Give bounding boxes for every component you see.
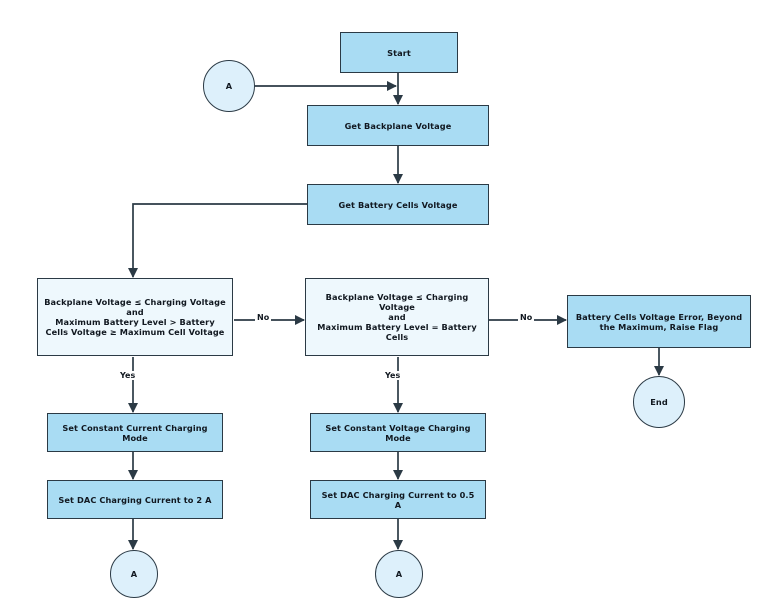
set-dac-current-2a-label: Set DAC Charging Current to 2 A: [58, 494, 212, 505]
get-battery-cells-voltage-node[interactable]: Get Battery Cells Voltage: [307, 184, 489, 225]
start-node[interactable]: Start: [340, 32, 458, 73]
edge-cells-to-decision1: [127, 203, 307, 279]
error-node[interactable]: Battery Cells Voltage Error, Beyond the …: [567, 295, 751, 348]
set-constant-voltage-mode-node[interactable]: Set Constant Voltage Charging Mode: [310, 413, 486, 452]
set-dac-current-2a-node[interactable]: Set DAC Charging Current to 2 A: [47, 480, 223, 519]
decision-constant-current-node[interactable]: Backplane Voltage ≤ Charging Voltage and…: [37, 278, 233, 356]
end-label: End: [650, 397, 668, 407]
edge-label-no-second: No: [518, 313, 535, 322]
connector-a-top[interactable]: A: [203, 60, 255, 112]
decision-constant-current-label: Backplane Voltage ≤ Charging Voltage and…: [44, 297, 226, 337]
set-constant-current-mode-label: Set Constant Current Charging Mode: [62, 422, 208, 443]
set-dac-current-05a-node[interactable]: Set DAC Charging Current to 0.5 A: [310, 480, 486, 519]
get-battery-cells-voltage-label: Get Battery Cells Voltage: [338, 199, 458, 210]
get-backplane-voltage-label: Get Backplane Voltage: [344, 120, 452, 131]
edge-label-no-first: No: [255, 313, 272, 322]
set-dac-current-05a-label: Set DAC Charging Current to 0.5 A: [321, 489, 475, 510]
connector-a-bottom-left[interactable]: A: [110, 550, 158, 598]
connector-a-top-label: A: [225, 81, 233, 91]
set-constant-voltage-mode-label: Set Constant Voltage Charging Mode: [325, 422, 471, 443]
decision-constant-voltage-node[interactable]: Backplane Voltage ≤ Charging Voltage and…: [305, 278, 489, 356]
error-label: Battery Cells Voltage Error, Beyond the …: [575, 311, 743, 332]
end-node[interactable]: End: [633, 376, 685, 428]
set-constant-current-mode-node[interactable]: Set Constant Current Charging Mode: [47, 413, 223, 452]
connector-a-bottom-right-label: A: [395, 569, 403, 579]
connector-a-bottom-right[interactable]: A: [375, 550, 423, 598]
edge-label-yes-right: Yes: [383, 371, 403, 380]
decision-constant-voltage-label: Backplane Voltage ≤ Charging Voltage and…: [317, 292, 477, 342]
connector-a-bottom-left-label: A: [130, 569, 138, 579]
get-backplane-voltage-node[interactable]: Get Backplane Voltage: [307, 105, 489, 146]
edge-label-yes-left: Yes: [118, 371, 138, 380]
start-label: Start: [387, 47, 411, 58]
